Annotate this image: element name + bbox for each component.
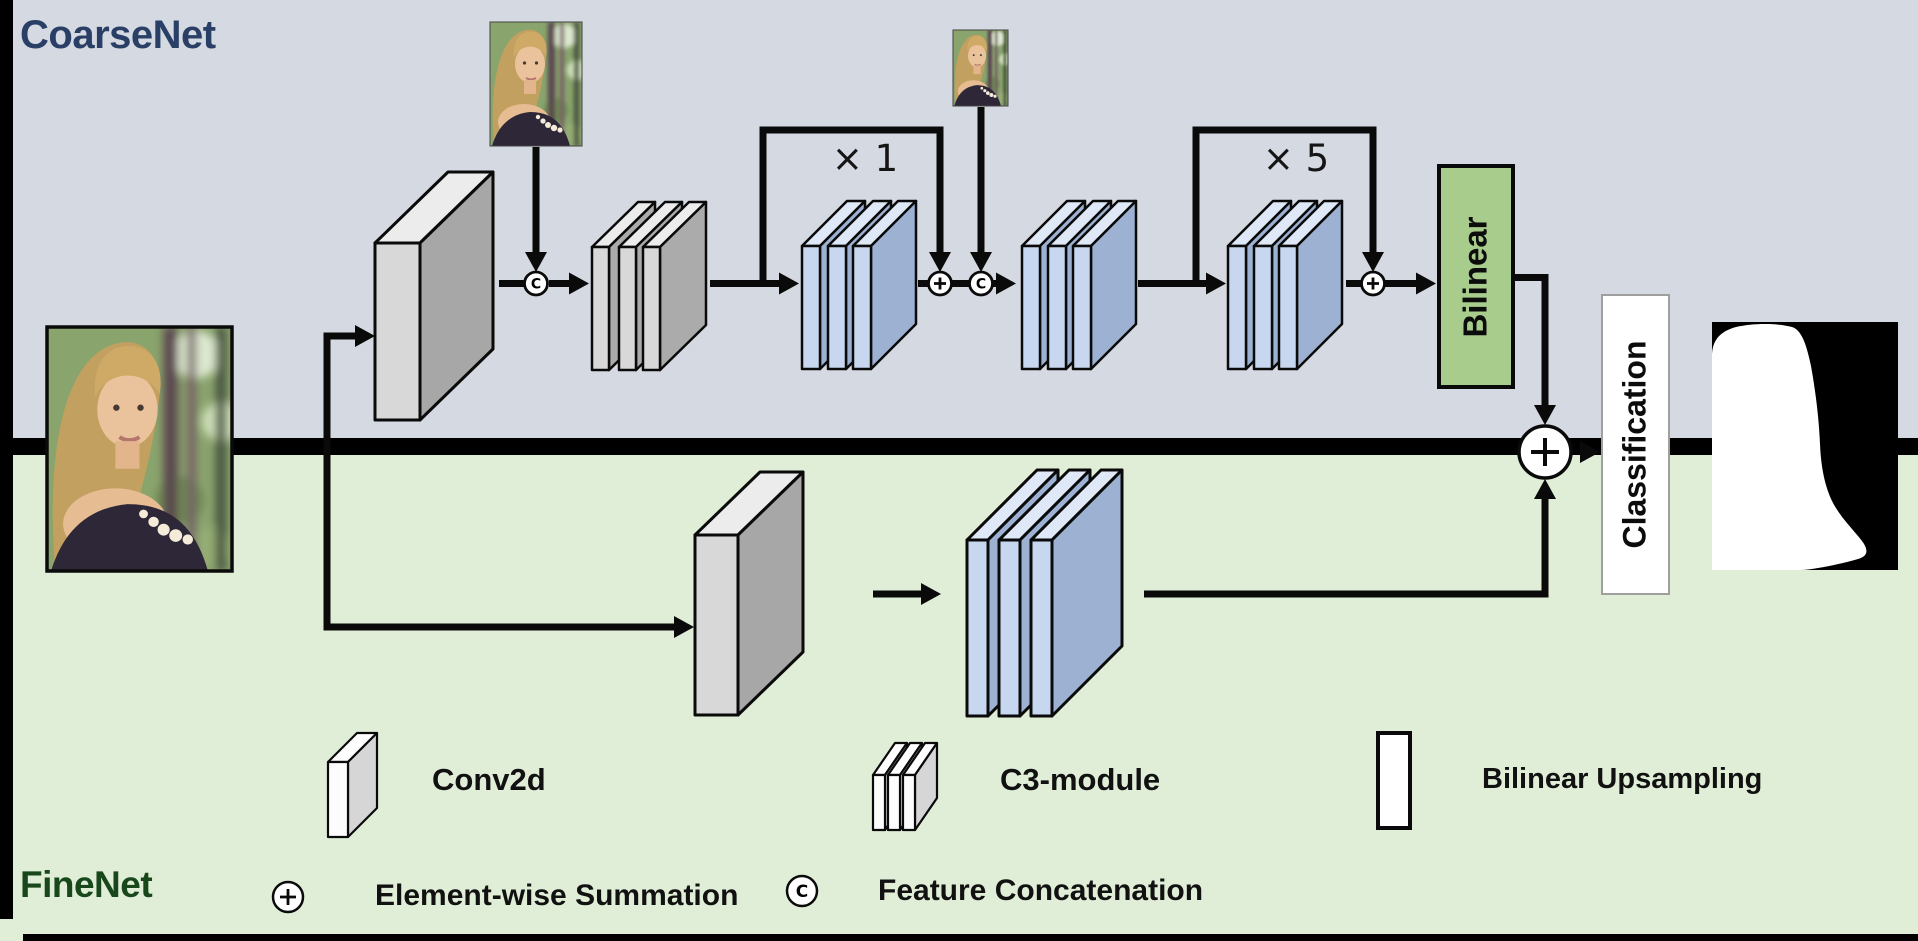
svg-text:C: C: [796, 882, 808, 902]
connector-lines: [323, 107, 1549, 631]
repeat-x1-label: × 1: [831, 137, 899, 180]
coarsenet-c3-module-2: [1020, 199, 1138, 371]
legend-conv2d-label: Conv2d: [432, 762, 546, 797]
legend-elementwise-summation-label: Element-wise Summation: [375, 879, 739, 912]
svg-text:C: C: [531, 277, 541, 293]
thumbnail-input-1: [490, 22, 587, 146]
coarsenet-title: CoarseNet: [20, 13, 216, 57]
legend-feature-concatenation-label: Feature Concatenation: [878, 874, 1204, 907]
finenet-conv2d-block: [693, 470, 805, 717]
concat-node-1: C: [523, 270, 549, 297]
legend-bilinear-upsampling-icon: [1376, 731, 1412, 830]
output-mask: [1712, 322, 1898, 570]
sum-node-main: [1517, 424, 1573, 480]
classification-label: Classification: [1617, 340, 1653, 549]
legend-sum-icon: [271, 880, 305, 914]
finenet-title: FineNet: [20, 864, 153, 905]
sum-node-2: [1360, 270, 1386, 297]
legend-c3-module-label: C3-module: [1000, 762, 1161, 797]
sum-node-1: [927, 270, 953, 297]
input-photo: [47, 327, 242, 571]
left-edge-bar: [0, 0, 13, 919]
bilinear-label: Bilinear: [1457, 215, 1495, 338]
coarsenet-c3-module-1: [800, 199, 918, 371]
bottom-edge-bar: [23, 934, 1918, 941]
legend-bilinear-upsampling-label: Bilinear Upsampling: [1482, 763, 1763, 795]
concat-node-2: C: [968, 270, 994, 297]
finenet-c3-module: [965, 468, 1124, 718]
svg-text:C: C: [976, 277, 986, 293]
bilinear-block: Bilinear: [1437, 164, 1515, 389]
repeat-x5-label: × 5: [1262, 137, 1330, 180]
coarsenet-c3-module-gray: [590, 200, 708, 372]
thumbnail-input-2: [953, 30, 1011, 106]
legend-c3-module-icon: [871, 741, 939, 832]
legend-concat-icon: C: [785, 874, 819, 908]
coarsenet-conv2d-block: [373, 170, 495, 422]
finenet-background: [0, 439, 1918, 941]
legend-conv2d-icon: [326, 731, 379, 839]
classification-block: Classification: [1601, 294, 1670, 595]
arrowheads: [355, 252, 1600, 638]
coarsenet-c3-module-3: [1226, 199, 1344, 371]
section-divider: [0, 438, 1918, 455]
